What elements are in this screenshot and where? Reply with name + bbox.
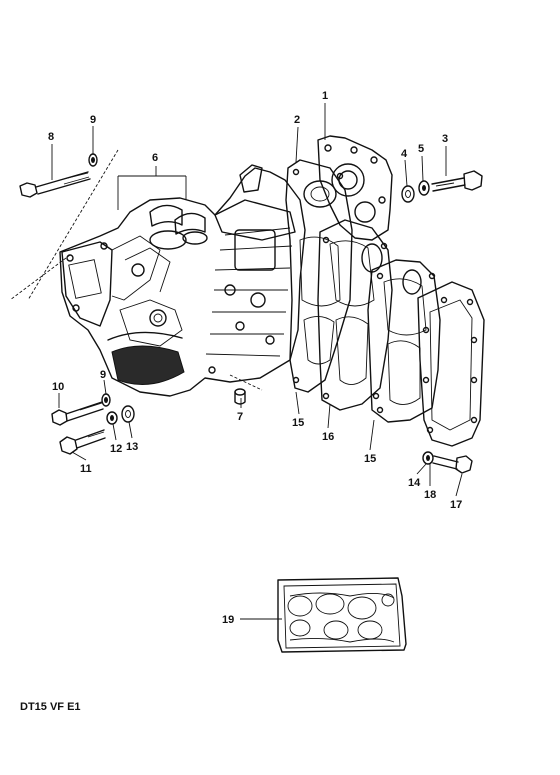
callout-1: 1 xyxy=(322,90,328,102)
callout-9-bottom: 9 xyxy=(100,369,106,381)
gasket-set-19-drawing xyxy=(277,577,407,653)
bolt-11-drawing xyxy=(59,429,106,455)
callout-8: 8 xyxy=(48,131,54,143)
callout-13: 13 xyxy=(126,441,138,453)
callout-11: 11 xyxy=(80,463,92,475)
callout-3: 3 xyxy=(442,133,448,145)
callout-15-right: 15 xyxy=(364,453,376,465)
callout-9-top: 9 xyxy=(90,114,96,126)
callout-10: 10 xyxy=(52,381,64,393)
callout-15-left: 15 xyxy=(292,417,304,429)
callout-labels: 1 2 3 4 5 6 7 8 9 9 10 11 12 13 14 15 15… xyxy=(48,90,462,626)
bolt-3-drawing xyxy=(431,170,483,192)
callout-18: 18 xyxy=(424,489,436,501)
washer-9-top-drawing xyxy=(88,153,98,167)
washer-14-drawing xyxy=(422,451,434,465)
leader-lines xyxy=(51,103,463,620)
callout-4: 4 xyxy=(401,148,408,160)
cylinder-head-1-drawing xyxy=(317,135,393,241)
gasket-16-drawing xyxy=(317,219,393,411)
callout-2: 2 xyxy=(294,114,300,126)
callout-16: 16 xyxy=(322,431,334,443)
bolt-8-drawing xyxy=(19,171,91,198)
callout-12: 12 xyxy=(110,443,122,455)
washer-5-drawing xyxy=(418,180,430,196)
callout-7: 7 xyxy=(237,411,243,423)
outer-cover-plate-drawing xyxy=(417,281,485,447)
washer-12-drawing xyxy=(106,411,118,425)
diagram-caption: DT15 VF E1 xyxy=(20,701,81,713)
bolt-10-drawing xyxy=(51,401,104,426)
washer-13-drawing xyxy=(121,405,135,423)
callout-19: 19 xyxy=(222,614,234,626)
callout-6: 6 xyxy=(152,152,158,164)
crankcase-assembly-drawing xyxy=(59,164,306,397)
bolt-17-drawing xyxy=(432,455,473,474)
callout-14: 14 xyxy=(408,477,421,489)
callout-17: 17 xyxy=(450,499,462,511)
gasket-2-drawing xyxy=(285,159,353,393)
callout-5: 5 xyxy=(418,143,424,155)
washer-9-bottom-drawing xyxy=(101,393,111,407)
guide-line-pin xyxy=(229,374,263,391)
gasket-15-drawing xyxy=(367,259,441,423)
dowel-pin-7-drawing xyxy=(234,388,246,405)
washer-4-drawing xyxy=(401,185,415,203)
